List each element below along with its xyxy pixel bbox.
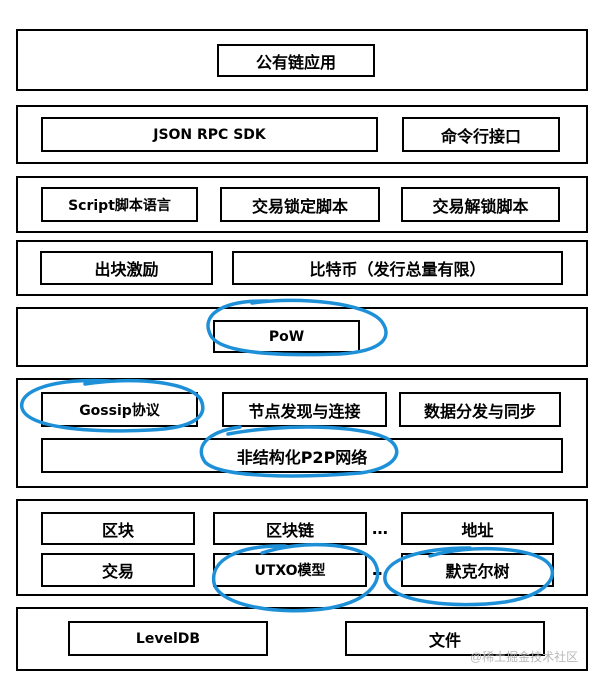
json-rpc-sdk-box: JSON RPC SDK <box>41 117 378 152</box>
node-discovery-box: 节点发现与连接 <box>222 392 387 427</box>
file-box: 文件 <box>345 621 545 656</box>
watermark: @稀土掘金技术社区 <box>470 650 579 664</box>
lock-script-box: 交易锁定脚本 <box>220 187 380 222</box>
address-box: 地址 <box>401 512 554 545</box>
cli-box: 命令行接口 <box>402 117 560 152</box>
pow-box: PoW <box>213 320 360 353</box>
ellipsis-row1: … <box>372 519 388 538</box>
p2p-network-box: 非结构化P2P网络 <box>41 438 563 473</box>
public-chain-app-box: 公有链应用 <box>217 44 375 77</box>
gossip-protocol-box: Gossip协议 <box>41 392 198 427</box>
transaction-box: 交易 <box>41 553 195 587</box>
block-reward-box: 出块激励 <box>40 251 213 285</box>
script-language-box: Script脚本语言 <box>41 187 198 222</box>
merkle-tree-box: 默克尔树 <box>401 553 554 587</box>
utxo-model-box: UTXO模型 <box>213 553 367 587</box>
ellipsis-row2: … <box>372 560 388 579</box>
block-box: 区块 <box>41 512 195 545</box>
data-sync-box: 数据分发与同步 <box>399 392 561 427</box>
bitcoin-box: 比特币（发行总量有限） <box>232 251 563 285</box>
leveldb-box: LevelDB <box>68 621 268 656</box>
blockchain-box: 区块链 <box>213 512 367 545</box>
unlock-script-box: 交易解锁脚本 <box>401 187 560 222</box>
application-layer <box>16 29 588 91</box>
